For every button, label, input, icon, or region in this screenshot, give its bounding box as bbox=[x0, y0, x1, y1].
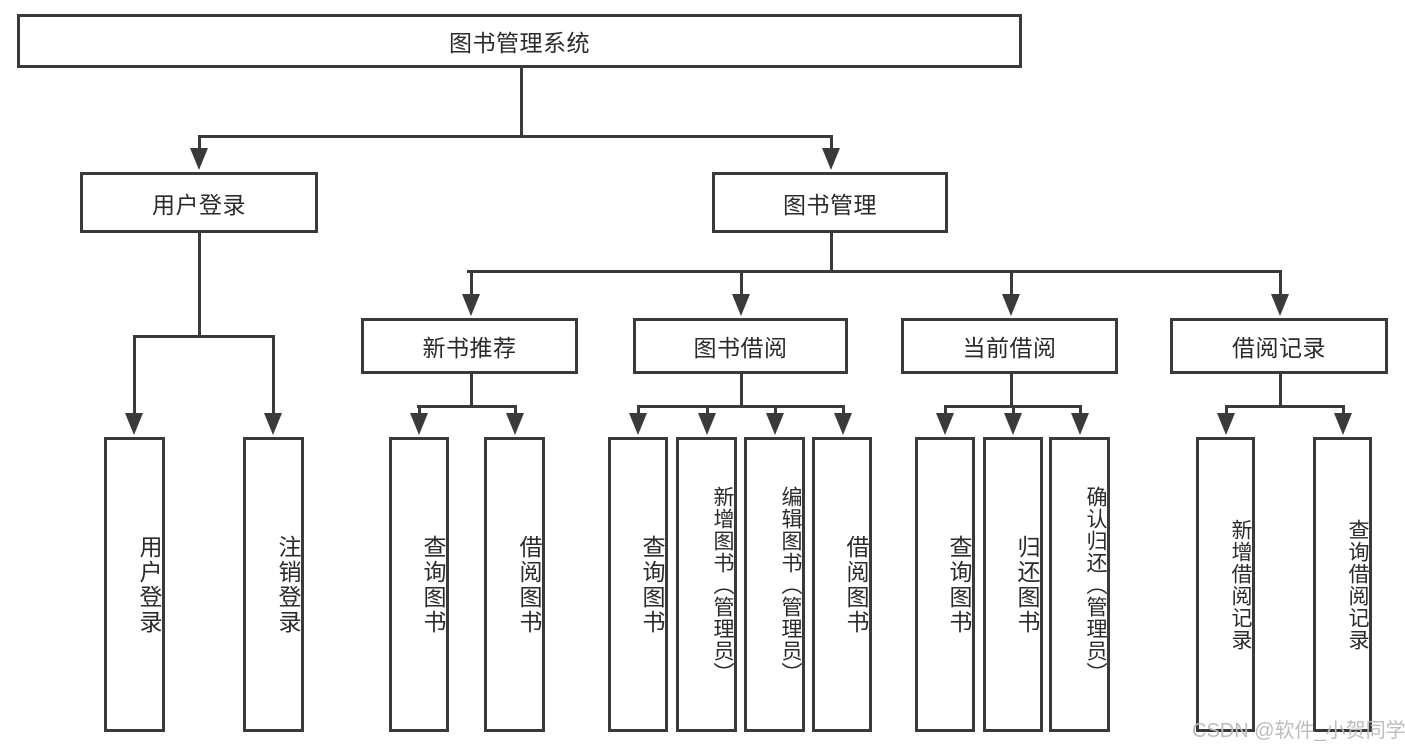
node-label: 注销登录 bbox=[275, 534, 301, 635]
node-leaf-7[interactable]: 借阅图书 bbox=[812, 437, 872, 732]
edge-current-bus bbox=[944, 405, 1079, 408]
node-label: 用户登录 bbox=[136, 534, 162, 635]
node-leaf-0[interactable]: 用户登录 bbox=[104, 437, 165, 732]
edge-level2-drop-0 bbox=[198, 135, 201, 150]
arrowhead-leaf-11 bbox=[1217, 413, 1235, 435]
edge-leaf-drop-11 bbox=[1225, 405, 1228, 415]
node-leaf-4[interactable]: 查询图书 bbox=[608, 437, 668, 732]
node-label: 查询图书 bbox=[639, 534, 665, 635]
arrowhead-level3-3 bbox=[1271, 294, 1289, 316]
node-label: 借阅图书 bbox=[843, 534, 869, 635]
node-label: 图书借阅 bbox=[693, 335, 788, 361]
edge-recommend-bus bbox=[417, 405, 515, 408]
arrowhead-leaf-1 bbox=[264, 413, 282, 435]
node-label: 新增借阅记录 bbox=[1229, 518, 1252, 651]
arrowhead-level2-0 bbox=[190, 148, 208, 170]
node-level3-2[interactable]: 当前借阅 bbox=[901, 318, 1118, 374]
arrowhead-leaf-7 bbox=[834, 413, 852, 435]
node-label: 图书管理 bbox=[783, 191, 877, 218]
node-label: 查询图书 bbox=[420, 534, 446, 635]
node-level2-0[interactable]: 用户登录 bbox=[80, 172, 318, 233]
edge-leaf-drop-5 bbox=[706, 405, 709, 415]
arrowhead-leaf-9 bbox=[1004, 413, 1022, 435]
arrowhead-level2-1 bbox=[822, 148, 840, 170]
node-level2-1[interactable]: 图书管理 bbox=[712, 172, 948, 233]
arrowhead-leaf-8 bbox=[936, 413, 954, 435]
edge-leaf-drop-6 bbox=[774, 405, 777, 415]
edge-leaf-drop-0 bbox=[133, 335, 136, 415]
edge-leaf-drop-9 bbox=[1012, 405, 1015, 415]
node-label: 当前借阅 bbox=[962, 335, 1057, 361]
arrowhead-level3-2 bbox=[1002, 294, 1020, 316]
edge-books-stem bbox=[830, 233, 833, 270]
edge-leaf-drop-7 bbox=[842, 405, 845, 415]
edge-leaf-drop-12 bbox=[1342, 405, 1345, 415]
node-root-book-management-system[interactable]: 图书管理系统 bbox=[17, 14, 1022, 68]
edge-leaf-drop-4 bbox=[637, 405, 640, 415]
edge-level3-drop-0 bbox=[470, 270, 473, 296]
edge-leaf-drop-3 bbox=[514, 405, 517, 415]
edge-current-stem bbox=[1010, 374, 1013, 405]
edge-root-bus bbox=[198, 135, 832, 138]
node-label: 用户登录 bbox=[152, 191, 246, 218]
arrowhead-leaf-4 bbox=[629, 413, 647, 435]
node-label: 归还图书 bbox=[1014, 534, 1040, 635]
edge-leaf-drop-2 bbox=[418, 405, 421, 415]
arrowhead-level3-0 bbox=[462, 294, 480, 316]
arrowhead-leaf-10 bbox=[1071, 413, 1089, 435]
edge-level3-drop-2 bbox=[1010, 270, 1013, 296]
edge-login-bus bbox=[133, 335, 272, 338]
node-label: 查询图书 bbox=[946, 534, 972, 635]
edge-level3-drop-1 bbox=[740, 270, 743, 296]
arrowhead-leaf-2 bbox=[410, 413, 428, 435]
edge-books-bus bbox=[467, 270, 1279, 273]
node-label: 图书管理系统 bbox=[449, 30, 590, 56]
node-leaf-1[interactable]: 注销登录 bbox=[243, 437, 304, 732]
arrowhead-leaf-5 bbox=[698, 413, 716, 435]
edge-borrow-bus bbox=[637, 405, 842, 408]
edge-level3-drop-3 bbox=[1279, 270, 1282, 296]
node-leaf-6[interactable]: 编辑图书（管理员） bbox=[744, 437, 805, 732]
node-level3-1[interactable]: 图书借阅 bbox=[633, 318, 848, 374]
arrowhead-leaf-6 bbox=[766, 413, 784, 435]
node-level3-0[interactable]: 新书推荐 bbox=[361, 318, 578, 374]
edge-level2-drop-1 bbox=[830, 135, 833, 150]
edge-login-stem bbox=[198, 233, 201, 335]
node-label: 确认归还（管理员） bbox=[1084, 485, 1107, 684]
arrowhead-leaf-12 bbox=[1334, 413, 1352, 435]
node-leaf-2[interactable]: 查询图书 bbox=[389, 437, 449, 732]
edge-record-bus bbox=[1225, 405, 1343, 408]
node-leaf-10[interactable]: 确认归还（管理员） bbox=[1049, 437, 1110, 732]
edge-leaf-drop-1 bbox=[272, 335, 275, 415]
node-label: 查询借阅记录 bbox=[1346, 518, 1369, 651]
node-leaf-3[interactable]: 借阅图书 bbox=[484, 437, 545, 732]
node-label: 借阅记录 bbox=[1232, 335, 1326, 361]
node-label: 编辑图书（管理员） bbox=[779, 485, 802, 684]
edge-leaf-drop-10 bbox=[1079, 405, 1082, 415]
edge-record-stem bbox=[1279, 374, 1282, 405]
node-leaf-11[interactable]: 新增借阅记录 bbox=[1196, 437, 1255, 732]
node-leaf-8[interactable]: 查询图书 bbox=[915, 437, 975, 732]
edge-leaf-drop-8 bbox=[944, 405, 947, 415]
edge-root-stem bbox=[520, 68, 523, 135]
arrowhead-level3-1 bbox=[732, 294, 750, 316]
node-label: 借阅图书 bbox=[516, 534, 542, 635]
edge-recommend-stem bbox=[470, 374, 473, 405]
node-leaf-5[interactable]: 新增图书（管理员） bbox=[676, 437, 737, 732]
node-leaf-12[interactable]: 查询借阅记录 bbox=[1313, 437, 1372, 732]
node-label: 新书推荐 bbox=[422, 335, 517, 361]
arrowhead-leaf-0 bbox=[125, 413, 143, 435]
node-level3-3[interactable]: 借阅记录 bbox=[1170, 318, 1388, 374]
arrowhead-leaf-3 bbox=[506, 413, 524, 435]
node-leaf-9[interactable]: 归还图书 bbox=[983, 437, 1043, 732]
edge-borrow-stem bbox=[740, 374, 743, 405]
node-label: 新增图书（管理员） bbox=[711, 485, 734, 684]
